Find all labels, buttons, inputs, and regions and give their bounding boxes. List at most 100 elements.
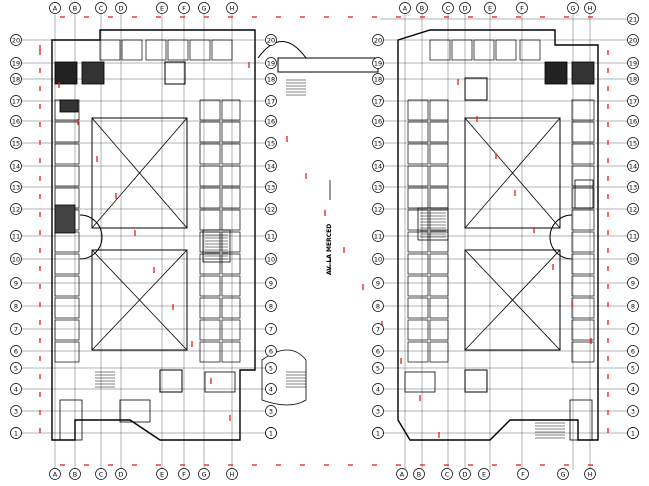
shop-unit xyxy=(199,275,221,297)
row-bubble-left-inner-circle xyxy=(265,203,277,215)
shop-unit xyxy=(451,39,473,61)
column-bubble-bottom-left-circle xyxy=(226,468,238,480)
row-bubble-right-circle xyxy=(627,95,639,107)
shop-unit xyxy=(221,275,241,297)
shop-unit xyxy=(407,121,429,143)
column-bubble-top-left-label: D xyxy=(118,4,123,12)
shop-unit xyxy=(221,99,241,121)
left-building-outline xyxy=(51,29,256,441)
row-bubble-right-inner-label: 12 xyxy=(374,205,382,213)
column-bubble-bottom-left-circle xyxy=(69,468,81,480)
row-bubble-right-circle xyxy=(627,13,639,25)
shop-unit xyxy=(54,297,80,319)
shop-unit xyxy=(99,39,121,61)
row-bubble-left-inner-label: 7 xyxy=(269,325,273,333)
row-bubble-left-label: 11 xyxy=(12,232,20,240)
column-bubble-bottom-right-circle xyxy=(517,468,529,480)
shop-unit xyxy=(145,39,167,61)
shop-unit xyxy=(571,121,595,143)
shop-unit xyxy=(167,39,189,61)
row-bubble-right-inner-circle xyxy=(372,73,384,85)
column-bubble-top-left-circle xyxy=(226,2,238,14)
row-bubble-right-inner-label: 5 xyxy=(376,364,380,372)
shop-unit xyxy=(407,165,429,187)
row-bubble-right-inner-label: 8 xyxy=(376,302,380,310)
row-bubble-right-inner-label: 18 xyxy=(374,75,382,83)
row-bubble-left-inner-label: 11 xyxy=(267,232,275,240)
row-bubble-right-circle xyxy=(627,277,639,289)
row-bubble-right-inner-circle xyxy=(372,137,384,149)
shop-unit xyxy=(407,341,429,363)
pedestrian-bridge xyxy=(277,57,379,73)
row-bubble-left-circle xyxy=(10,383,22,395)
row-bubble-left-label: 18 xyxy=(12,75,20,83)
row-bubble-left-label: 4 xyxy=(14,385,18,393)
row-bubble-right-inner-circle xyxy=(372,57,384,69)
row-bubble-right-inner-label: 16 xyxy=(374,117,382,125)
column-bubble-bottom-right-label: D xyxy=(462,470,467,478)
row-bubble-right-inner-circle xyxy=(372,427,384,439)
row-bubble-left-inner-label: 20 xyxy=(267,36,275,44)
row-bubble-left-label: 19 xyxy=(12,59,20,67)
shop-unit xyxy=(54,165,80,187)
row-bubble-right-inner-circle xyxy=(372,345,384,357)
row-bubble-left-circle xyxy=(10,362,22,374)
row-bubble-left-inner-circle xyxy=(265,383,277,395)
row-bubble-right-inner-label: 14 xyxy=(374,162,382,170)
row-bubble-right-circle xyxy=(627,115,639,127)
row-bubble-right-inner-circle xyxy=(372,115,384,127)
shop-unit xyxy=(54,275,80,297)
row-bubble-right-label: 12 xyxy=(629,205,637,213)
shop-unit xyxy=(189,39,211,61)
hatched-block xyxy=(54,61,78,85)
column-bubble-bottom-left-label: A xyxy=(53,470,58,478)
row-bubble-left-inner-circle xyxy=(265,73,277,85)
row-bubble-right-label: 4 xyxy=(631,385,635,393)
column-bubble-top-right-circle xyxy=(516,2,528,14)
row-bubble-left-inner-circle xyxy=(265,277,277,289)
row-bubble-left-inner-label: 10 xyxy=(267,255,275,263)
column-bubble-top-right-circle xyxy=(442,2,454,14)
row-bubble-left-inner-label: 8 xyxy=(269,302,273,310)
column-bubble-top-left-circle xyxy=(198,2,210,14)
row-bubble-left-inner-label: 17 xyxy=(267,97,275,105)
shop-unit xyxy=(54,143,80,165)
row-bubble-left-label: 13 xyxy=(12,183,20,191)
shop-unit xyxy=(473,39,495,61)
shop-unit xyxy=(221,165,241,187)
row-bubble-left-label: 1 xyxy=(14,429,18,437)
row-bubble-right-circle xyxy=(627,405,639,417)
row-bubble-right-label: 5 xyxy=(631,364,635,372)
shop-unit xyxy=(519,39,541,61)
shop-unit xyxy=(221,297,241,319)
hatched-block xyxy=(59,99,79,113)
row-bubble-right-label: 1 xyxy=(631,429,635,437)
row-bubble-left-inner-circle xyxy=(265,253,277,265)
curved-bay xyxy=(79,214,103,260)
shop-unit xyxy=(429,165,449,187)
row-bubble-right-inner-label: 9 xyxy=(376,279,380,287)
shop-unit xyxy=(221,319,241,341)
wall-layer xyxy=(20,14,628,470)
row-bubble-left-inner-circle xyxy=(265,115,277,127)
service-room xyxy=(204,371,236,393)
column-bubble-bottom-right-circle xyxy=(584,468,596,480)
hatched-block xyxy=(544,61,568,85)
stairwell xyxy=(417,207,449,241)
row-bubble-left-label: 17 xyxy=(12,97,20,105)
row-bubble-right-inner-circle xyxy=(372,95,384,107)
shop-unit xyxy=(199,209,221,231)
shop-unit xyxy=(199,341,221,363)
column-bubble-bottom-left-circle xyxy=(156,468,168,480)
courtyard xyxy=(91,249,188,351)
column-bubble-top-right-circle xyxy=(567,2,579,14)
column-bubble-top-left-circle xyxy=(156,2,168,14)
wall-line xyxy=(91,117,188,229)
service-room xyxy=(119,399,151,423)
row-bubble-left-circle xyxy=(10,73,22,85)
row-bubble-left-inner-label: 12 xyxy=(267,205,275,213)
shop-unit xyxy=(571,231,595,253)
shop-unit xyxy=(221,121,241,143)
service-room xyxy=(574,179,594,209)
